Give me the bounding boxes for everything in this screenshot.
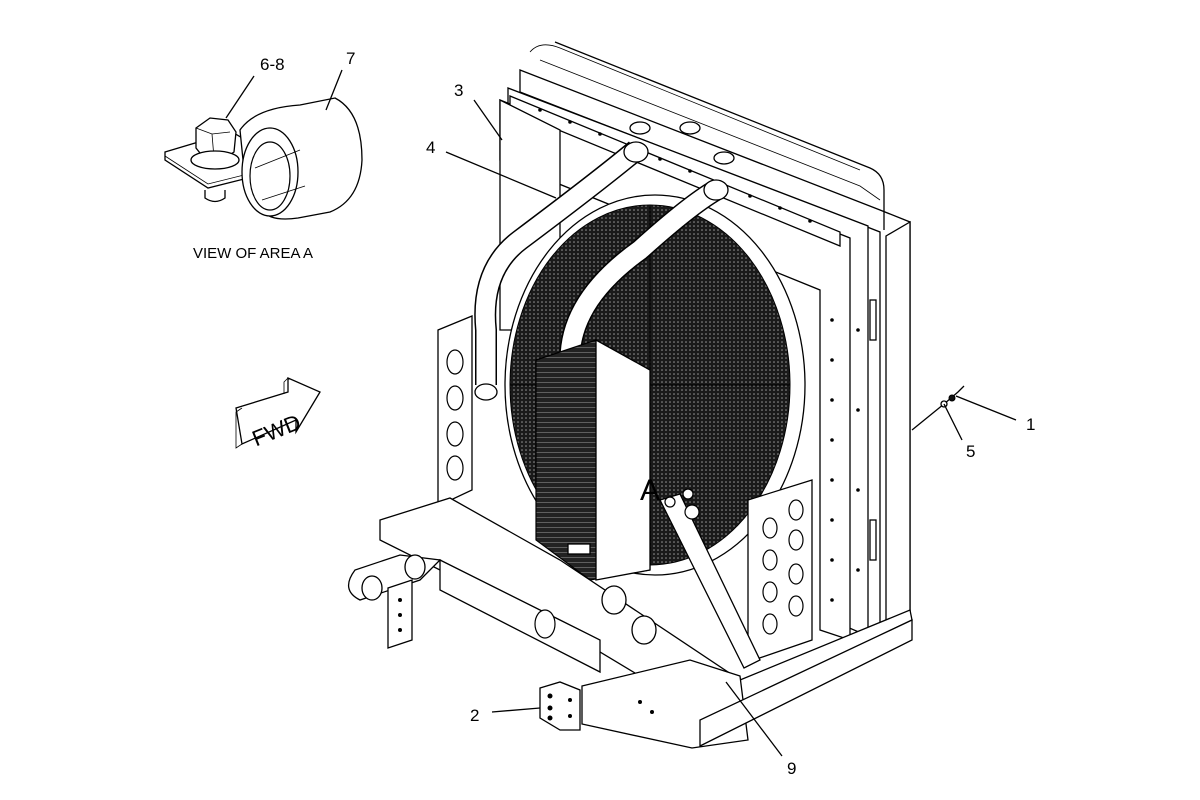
right-side-plate xyxy=(747,479,813,663)
clip-assembly-illustration xyxy=(164,97,363,220)
callout-3-label: 3 xyxy=(454,81,463,100)
callout-4: 4 xyxy=(426,138,557,199)
callout-3: 3 xyxy=(454,81,503,141)
area-a-marker: A xyxy=(640,474,660,507)
callout-9-label: 9 xyxy=(787,759,796,778)
base-frame xyxy=(348,497,913,713)
forward-direction-arrow: FWD xyxy=(235,377,321,451)
front-bumper-bracket xyxy=(539,618,913,749)
left-mount-bracket xyxy=(437,315,473,508)
callout-1: 1 xyxy=(955,395,1035,434)
callout-2-label: 2 xyxy=(470,706,479,725)
callout-7-label: 7 xyxy=(346,49,355,68)
inset-view-area-a: 6-8 7 VIEW OF AREA A xyxy=(164,49,363,262)
callout-6-8: 6-8 xyxy=(225,55,285,119)
side-frame-bolts xyxy=(830,318,860,602)
wire-harness-clip xyxy=(911,385,965,431)
coolant-hoses xyxy=(474,141,729,451)
inset-caption: VIEW OF AREA A xyxy=(193,245,313,262)
radiator-core-panels xyxy=(499,41,911,642)
callout-7: 7 xyxy=(325,49,355,111)
callout-1-label: 1 xyxy=(1026,415,1035,434)
callout-6-8-label: 6-8 xyxy=(260,55,285,74)
diagonal-brace xyxy=(659,493,761,669)
radiator-assembly-illustration: A xyxy=(348,41,965,749)
callout-9: 9 xyxy=(725,681,796,778)
callout-5-label: 5 xyxy=(966,442,975,461)
callout-4-label: 4 xyxy=(426,138,435,157)
callout-5: 5 xyxy=(943,403,975,461)
oil-cooler-core xyxy=(535,338,651,581)
callout-2: 2 xyxy=(470,706,541,725)
